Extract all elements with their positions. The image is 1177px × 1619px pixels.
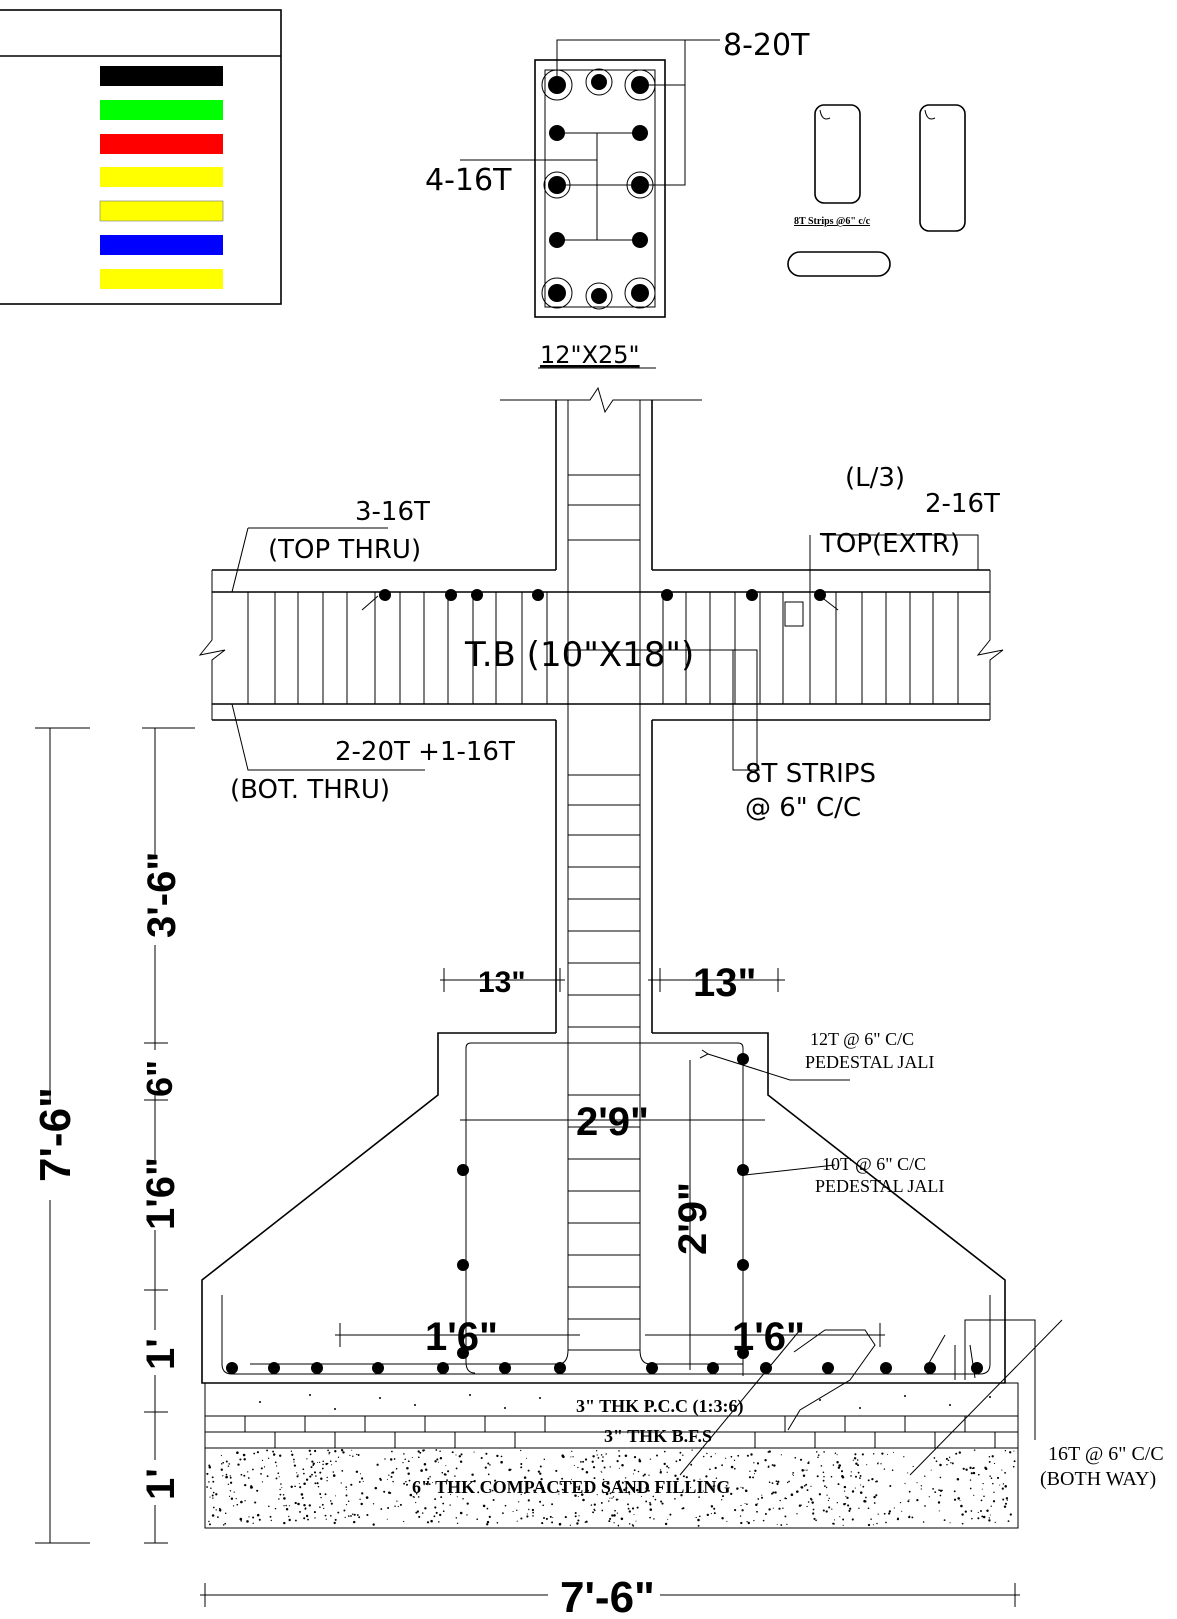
- tie-beam-label: T.B (10"X18"): [464, 635, 694, 675]
- strips-line1: 8T STRIPS: [745, 759, 876, 789]
- footing: 12T @ 6" C/C PEDESTAL JALI 10T @ 6" C/C …: [201, 1029, 1164, 1490]
- dim-seg-upper: 3'-6": [140, 852, 184, 938]
- dim-seg-6in: 6": [139, 1060, 180, 1097]
- legend-swatch-5: [99, 200, 224, 222]
- dim-left-offset: 13": [478, 966, 526, 999]
- tie-beam-stirrups: [247, 592, 959, 704]
- pedestal-jali-top-bars: 12T @ 6" C/C: [810, 1029, 914, 1049]
- column-ties: [568, 474, 640, 1351]
- extra-bars: 2-16T: [925, 489, 1000, 519]
- tie-beam-top-bars: [361, 589, 839, 627]
- dim-total-width: 7'-6": [560, 1573, 655, 1619]
- column-main-bars-label: 8-20T: [723, 28, 810, 63]
- column-main-bars: [541, 68, 656, 310]
- dim-right-projection: 1'6": [732, 1315, 805, 1359]
- extra-length: (L/3): [845, 463, 905, 493]
- column-size-label: 12"X25": [540, 341, 640, 369]
- bfs-bricks: [244, 1416, 996, 1448]
- sand-label: 6" THK COMPACTED SAND FILLING: [412, 1477, 730, 1497]
- legend-swatch-4: [100, 167, 223, 187]
- bfs-label: 3" THK B.F.S: [604, 1426, 712, 1446]
- stirrup-shapes: 8T Strips @6" c/c: [787, 104, 966, 277]
- column-elevation: [500, 386, 702, 1351]
- pedestal-jali-bars: [457, 1053, 749, 1359]
- bottom-note: (BOT. THRU): [230, 775, 390, 805]
- column-section: 8-20T 4-16T 12"X25": [425, 28, 810, 369]
- dim-total-height: 7'-6": [31, 1087, 80, 1182]
- base-mesh-note: (BOTH WAY): [1040, 1468, 1156, 1490]
- dim-seg-1ft6: 1'6": [139, 1157, 183, 1230]
- dim-pedestal-height: 2'9": [671, 1182, 715, 1255]
- legend-box: [0, 9, 282, 305]
- pcc-label: 3" THK P.C.C (1:3:6): [576, 1396, 744, 1417]
- sand-speckle: [206, 1449, 1016, 1527]
- strips-line2: @ 6" C/C: [745, 793, 861, 823]
- bottom-bars: 2-20T +1-16T: [335, 737, 515, 767]
- dim-seg-1ft-a: 1': [139, 1338, 183, 1370]
- top-thru-bars: 3-16T: [355, 497, 430, 527]
- dim-pedestal-width: 2'9": [576, 1100, 649, 1144]
- pedestal-jali-side-label: PEDESTAL JALI: [815, 1176, 944, 1196]
- pedestal-jali-top-label: PEDESTAL JALI: [805, 1052, 934, 1072]
- base-mesh-bars: [226, 1362, 983, 1374]
- top-thru-note: (TOP THRU): [268, 535, 421, 565]
- legend-swatch-7: [100, 269, 223, 289]
- tie-beam: T.B (10"X18") 3-16T (TOP THRU) (L/3) 2-1…: [198, 463, 1004, 823]
- column-side-bars-label: 4-16T: [425, 163, 512, 198]
- extra-note: TOP(EXTR): [819, 529, 960, 559]
- dim-left-projection: 1'6": [425, 1315, 498, 1359]
- legend-swatch-1: [100, 66, 223, 86]
- legend-swatch-6: [100, 235, 223, 255]
- stirrup-note: 8T Strips @6" c/c: [794, 216, 871, 227]
- legend-swatch-3: [100, 134, 223, 154]
- legend-swatch-2: [100, 100, 223, 120]
- dim-seg-1ft-b: 1': [139, 1468, 183, 1500]
- sub-base-layers: 3" THK P.C.C (1:3:6) 3" THK B.F.S 6" THK…: [204, 1382, 1019, 1529]
- pedestal-jali-side-bars: 10T @ 6" C/C: [822, 1154, 926, 1174]
- pcc-speckle: [259, 1394, 991, 1410]
- dim-right-offset: 13": [693, 961, 756, 1005]
- base-mesh-bars-label: 16T @ 6" C/C: [1048, 1443, 1164, 1465]
- dimension-lines: 13" 13" 2'9" 2'9" 1'6" 1'6" 7'-6" 7'-6": [28, 727, 1020, 1619]
